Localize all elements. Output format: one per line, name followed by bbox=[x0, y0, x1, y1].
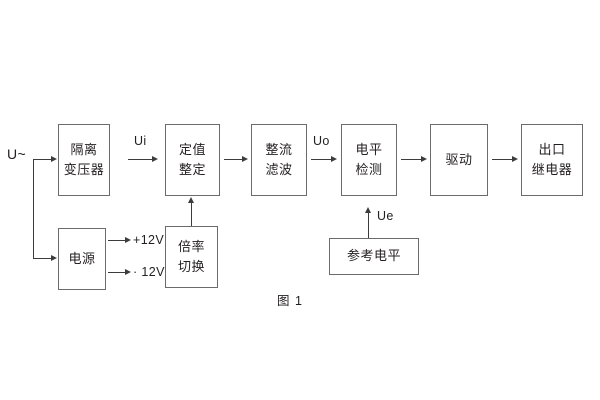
supply-positive-label: +12V bbox=[133, 233, 165, 247]
multiplier-to-setting-arrow-icon bbox=[188, 197, 194, 203]
ue-arrow-icon bbox=[365, 207, 371, 213]
block-reference-level: 参考电平 bbox=[329, 238, 419, 275]
multiplier-to-setting-line bbox=[191, 202, 192, 226]
supply-positive-arrow-icon bbox=[125, 237, 131, 243]
block-output-relay: 出口 继电器 bbox=[521, 124, 583, 196]
supply-negative-label: · 12V bbox=[133, 265, 165, 279]
block-drive: 驱动 bbox=[430, 124, 488, 196]
input-trunk-line bbox=[33, 159, 34, 259]
block-isolation-transformer-line1: 隔离 bbox=[70, 141, 98, 157]
drive-to-relay-arrow-icon bbox=[512, 156, 518, 162]
drive-to-relay-line bbox=[492, 159, 514, 160]
block-reference-level-line1: 参考电平 bbox=[346, 248, 401, 264]
block-multiplier-switch: 倍率 切换 bbox=[165, 226, 218, 288]
figure-caption: 图 1 bbox=[277, 294, 303, 308]
level-to-drive-arrow-icon bbox=[421, 156, 427, 162]
signal-ue-label: Ue bbox=[377, 209, 394, 223]
setting-to-rectify-arrow-icon bbox=[242, 156, 248, 162]
ui-connector-line bbox=[128, 159, 154, 160]
setting-to-rectify-line bbox=[224, 159, 244, 160]
block-power-supply: 电源 bbox=[58, 228, 106, 290]
supply-positive-line bbox=[108, 240, 127, 241]
block-isolation-transformer-line2: 变压器 bbox=[63, 162, 105, 177]
block-rectify-filter-line2: 滤波 bbox=[265, 162, 293, 177]
ue-connector-line bbox=[368, 212, 369, 238]
block-multiplier-switch-line2: 切换 bbox=[177, 259, 205, 274]
block-setting-value: 定值 整定 bbox=[165, 124, 220, 196]
input-voltage-label: U~ bbox=[7, 146, 27, 162]
block-level-detect-line2: 检测 bbox=[355, 162, 383, 177]
block-drive-line1: 驱动 bbox=[445, 151, 473, 167]
block-isolation-transformer: 隔离 变压器 bbox=[58, 124, 110, 196]
input-top-branch-line bbox=[33, 159, 53, 160]
block-level-detect: 电平 检测 bbox=[341, 124, 397, 196]
signal-ui-label: Ui bbox=[134, 134, 147, 148]
block-level-detect-line1: 电平 bbox=[355, 141, 383, 157]
block-setting-value-line2: 整定 bbox=[178, 162, 206, 177]
input-top-arrow-icon bbox=[51, 156, 57, 162]
block-output-relay-line2: 继电器 bbox=[531, 162, 573, 177]
uo-connector-line bbox=[311, 159, 333, 160]
input-bottom-branch-line bbox=[33, 258, 53, 259]
ui-arrow-icon bbox=[152, 156, 158, 162]
uo-arrow-icon bbox=[331, 156, 337, 162]
block-rectify-filter-line1: 整流 bbox=[265, 141, 293, 157]
block-multiplier-switch-line1: 倍率 bbox=[177, 238, 205, 254]
level-to-drive-line bbox=[401, 159, 423, 160]
block-output-relay-line1: 出口 bbox=[538, 141, 566, 157]
supply-negative-line bbox=[108, 272, 127, 273]
supply-negative-arrow-icon bbox=[125, 269, 131, 275]
block-setting-value-line1: 定值 bbox=[178, 141, 206, 157]
input-bottom-arrow-icon bbox=[51, 255, 57, 261]
block-power-supply-line1: 电源 bbox=[68, 250, 96, 266]
block-rectify-filter: 整流 滤波 bbox=[251, 124, 307, 196]
signal-uo-label: Uo bbox=[313, 134, 330, 148]
